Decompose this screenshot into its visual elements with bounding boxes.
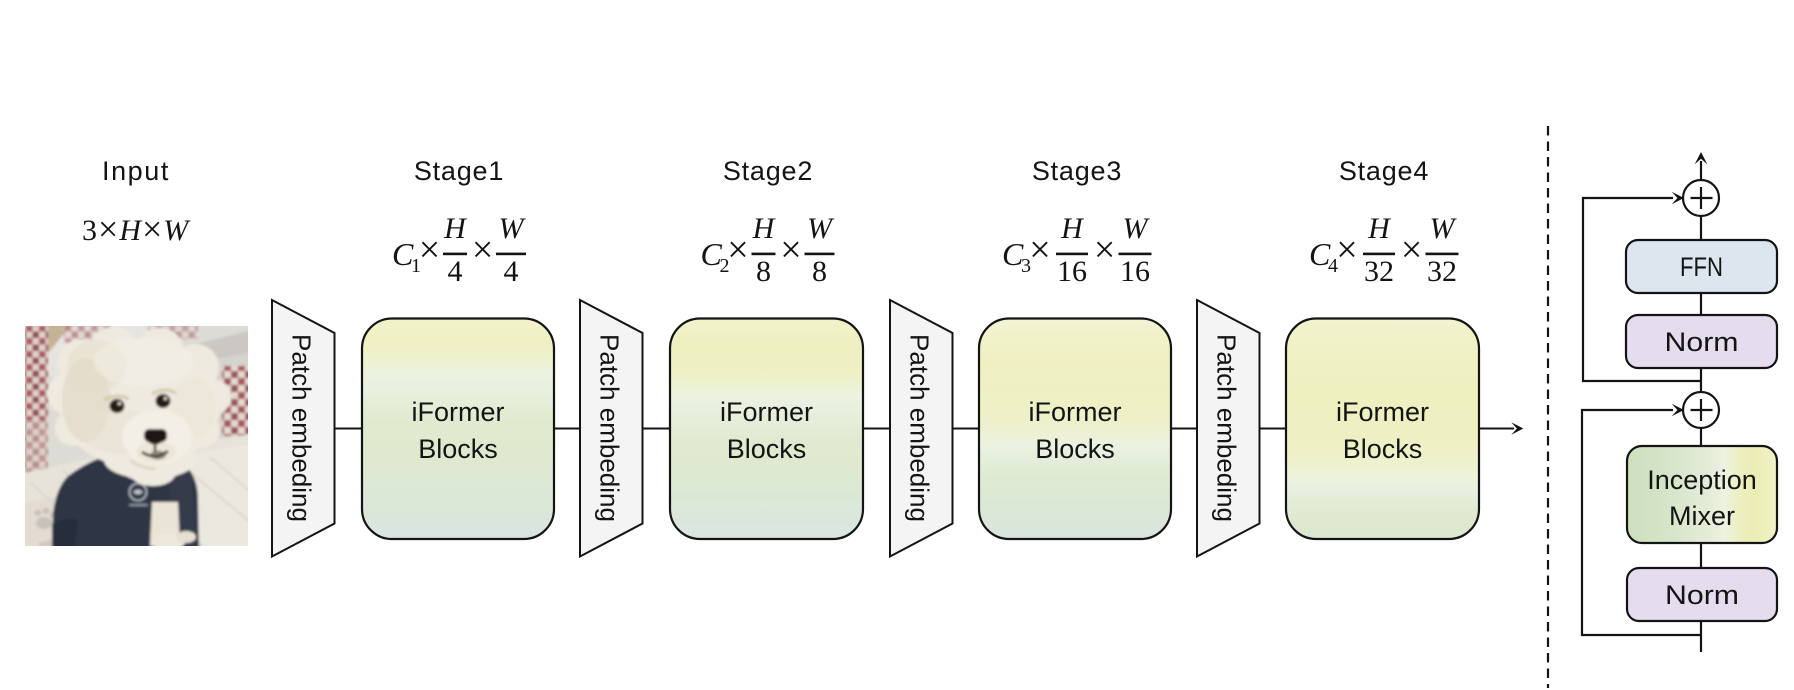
svg-text:FFN: FFN bbox=[1680, 252, 1723, 282]
svg-text:H: H bbox=[1367, 212, 1392, 245]
svg-text:H: H bbox=[752, 212, 777, 245]
svg-text:×: × bbox=[727, 229, 748, 271]
svg-text:1: 1 bbox=[411, 255, 421, 277]
svg-text:3×H×W: 3×H×W bbox=[82, 209, 191, 249]
svg-text:Norm: Norm bbox=[1665, 580, 1739, 610]
svg-text:W: W bbox=[1430, 212, 1458, 245]
svg-text:C: C bbox=[1309, 236, 1331, 272]
svg-text:Input: Input bbox=[102, 156, 170, 186]
svg-text:Patch embeding: Patch embeding bbox=[287, 334, 317, 522]
svg-text:×: × bbox=[1401, 229, 1422, 271]
svg-text:32: 32 bbox=[1364, 255, 1394, 288]
svg-text:Stage3: Stage3 bbox=[1032, 156, 1122, 186]
svg-text:Blocks: Blocks bbox=[1035, 434, 1115, 464]
svg-text:Patch embeding: Patch embeding bbox=[905, 334, 935, 522]
svg-text:16: 16 bbox=[1057, 255, 1087, 288]
svg-text:Patch embeding: Patch embeding bbox=[595, 334, 625, 522]
svg-text:×: × bbox=[419, 229, 440, 271]
svg-text:Stage1: Stage1 bbox=[414, 156, 504, 186]
svg-text:iFormer: iFormer bbox=[720, 397, 813, 427]
svg-text:C: C bbox=[1002, 236, 1024, 272]
svg-text:W: W bbox=[499, 212, 527, 245]
svg-text:×: × bbox=[1094, 229, 1115, 271]
svg-text:Inception: Inception bbox=[1647, 465, 1757, 495]
svg-text:C: C bbox=[392, 236, 414, 272]
svg-text:W: W bbox=[1123, 212, 1151, 245]
svg-text:×: × bbox=[1336, 229, 1357, 271]
svg-text:Patch embeding: Patch embeding bbox=[1212, 334, 1242, 522]
svg-text:Norm: Norm bbox=[1665, 327, 1739, 357]
svg-text:×: × bbox=[1029, 229, 1050, 271]
svg-text:Stage4: Stage4 bbox=[1339, 156, 1429, 186]
svg-text:H: H bbox=[443, 212, 468, 245]
svg-text:4: 4 bbox=[1328, 255, 1338, 277]
svg-text:32: 32 bbox=[1427, 255, 1457, 288]
svg-text:iFormer: iFormer bbox=[1336, 397, 1429, 427]
svg-text:iFormer: iFormer bbox=[1029, 397, 1122, 427]
svg-text:Blocks: Blocks bbox=[727, 434, 807, 464]
svg-text:4: 4 bbox=[448, 255, 463, 288]
svg-text:H: H bbox=[1060, 212, 1085, 245]
svg-text:C: C bbox=[701, 236, 723, 272]
svg-text:4: 4 bbox=[504, 255, 519, 288]
svg-text:Mixer: Mixer bbox=[1669, 501, 1735, 531]
svg-text:Stage2: Stage2 bbox=[723, 156, 813, 186]
svg-text:×: × bbox=[472, 229, 493, 271]
svg-text:3: 3 bbox=[1021, 255, 1031, 277]
svg-text:2: 2 bbox=[720, 255, 730, 277]
svg-text:iFormer: iFormer bbox=[412, 397, 505, 427]
svg-text:Blocks: Blocks bbox=[418, 434, 498, 464]
svg-text:Blocks: Blocks bbox=[1343, 434, 1423, 464]
svg-text:16: 16 bbox=[1120, 255, 1150, 288]
svg-text:×: × bbox=[780, 229, 801, 271]
svg-text:8: 8 bbox=[756, 255, 771, 288]
svg-text:8: 8 bbox=[812, 255, 827, 288]
svg-text:W: W bbox=[807, 212, 835, 245]
